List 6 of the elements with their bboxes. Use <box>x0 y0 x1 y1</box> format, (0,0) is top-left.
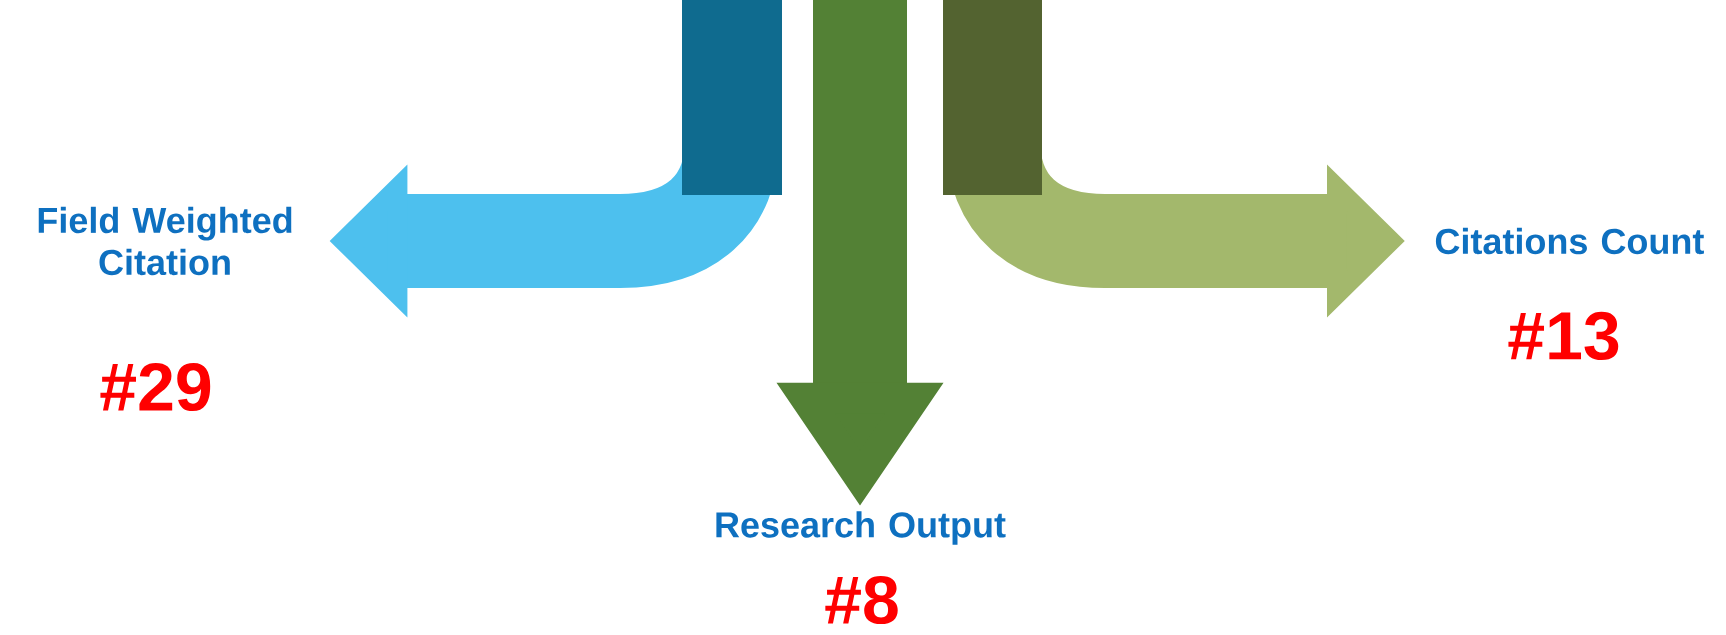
metric-label: Research Output <box>716 511 1006 545</box>
rank-number: #13 <box>1508 311 1619 361</box>
metric-label: Citations Count <box>1435 227 1704 255</box>
rank-number: #8 <box>825 575 898 625</box>
rank-number: #29 <box>100 362 211 412</box>
metric-label: Field Weighted Citation <box>38 206 292 276</box>
